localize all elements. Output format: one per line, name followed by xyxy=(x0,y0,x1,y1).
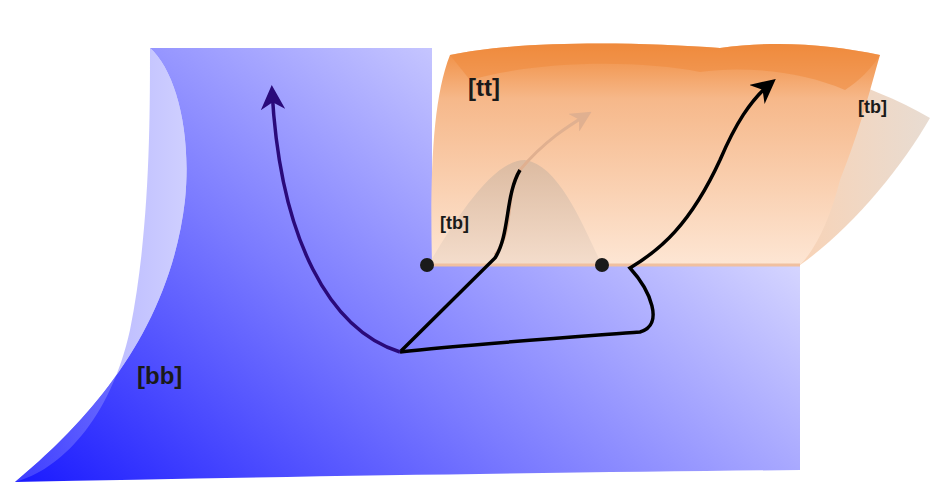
region-label: [tb] xyxy=(858,98,887,116)
trajectory-arrow xyxy=(495,114,588,255)
region-label: [tt] xyxy=(468,76,500,100)
trajectory-line xyxy=(400,170,520,352)
tt-rim xyxy=(450,44,880,90)
trajectory-arrow xyxy=(272,90,400,352)
region-label: [tb] xyxy=(440,214,469,232)
branch-point xyxy=(595,258,609,272)
branch-point xyxy=(420,258,434,272)
trajectory-arrow xyxy=(400,82,772,352)
bb-fold xyxy=(15,48,187,482)
fold-edge xyxy=(428,264,800,267)
region-label: [bb] xyxy=(137,364,182,388)
